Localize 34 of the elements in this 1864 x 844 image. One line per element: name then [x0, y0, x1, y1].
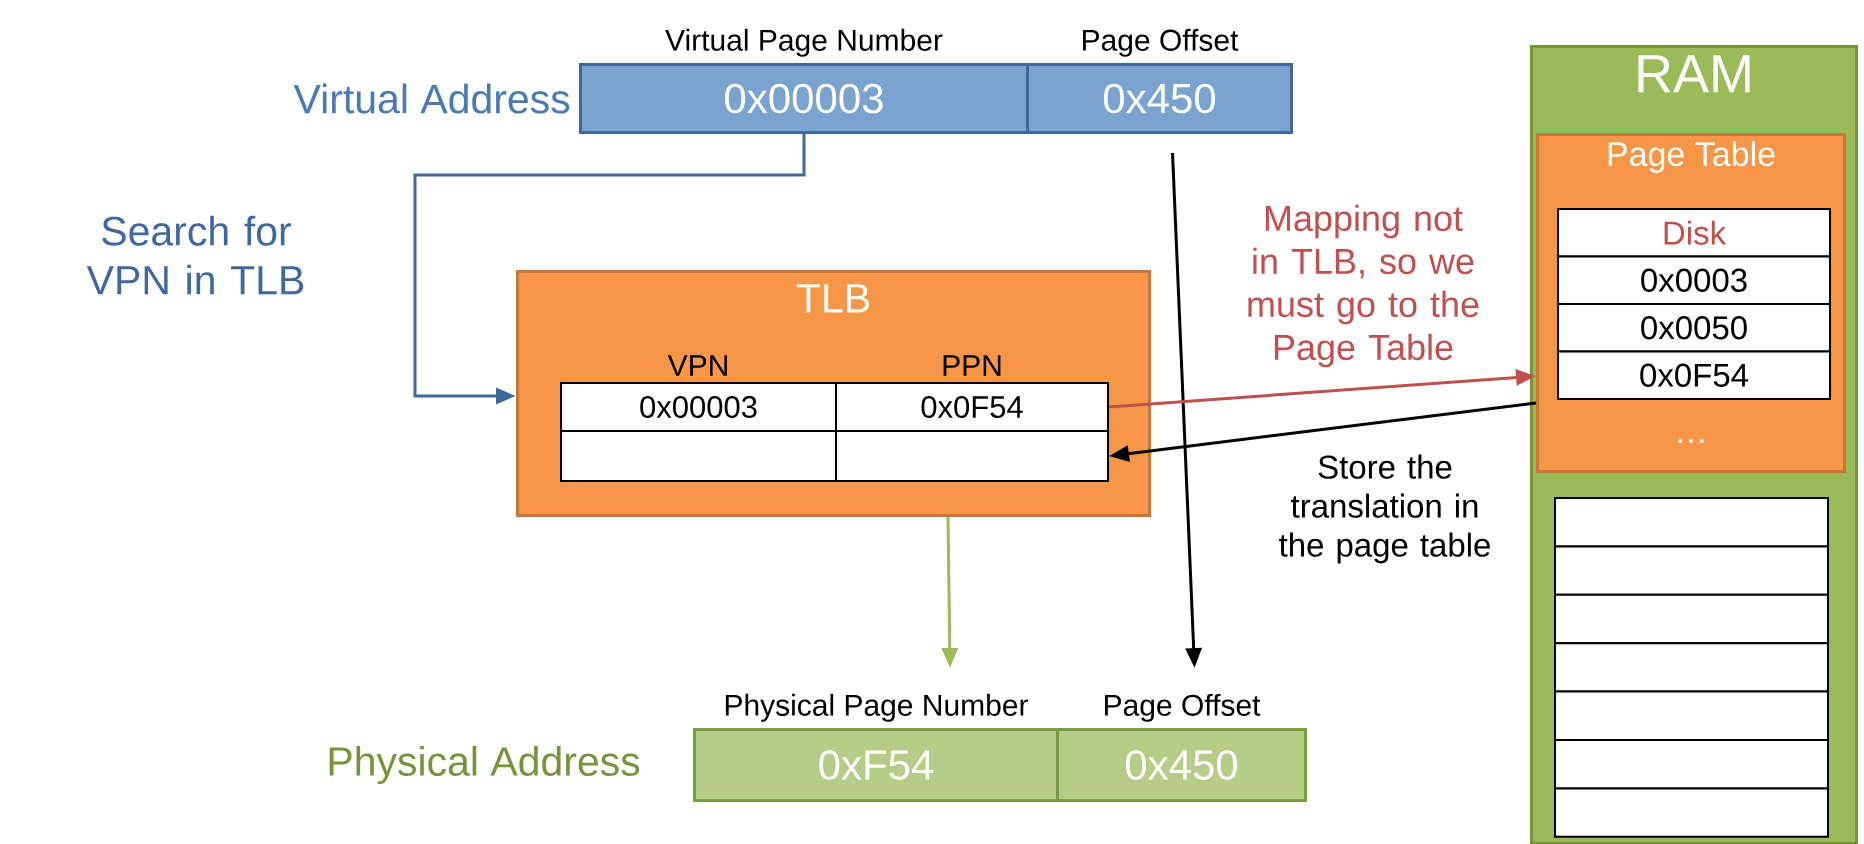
table-cell: 0x0003 [1557, 255, 1831, 305]
address-cell: 0x450 [1026, 63, 1293, 134]
address-cell: 0x450 [1056, 728, 1307, 802]
column-header: Virtual Page Number [665, 28, 943, 57]
memory-cell [1554, 739, 1829, 790]
box-title: RAM [1638, 55, 1750, 93]
box-title: TLB [796, 284, 869, 313]
edge-label: Mapping not in TLB, so we must go to the Page Table [1248, 204, 1479, 368]
table-cell: 0x00003 [560, 382, 837, 432]
memory-cell [1554, 642, 1829, 693]
memory-cell [1554, 497, 1829, 548]
address-label: Virtual Address [293, 83, 570, 114]
column-header: PPN [943, 355, 1001, 376]
edge-label: Store the translation in the page table [1279, 454, 1490, 564]
column-header: Physical Page Number [725, 693, 1028, 722]
column-header: Page Offset [1083, 28, 1239, 57]
memory-cell [1554, 787, 1829, 838]
table-cell: Disk [1557, 208, 1831, 258]
box-title: Page Table [1608, 141, 1775, 173]
address-cell: 0xF54 [693, 728, 1059, 802]
address-cell: 0x00003 [579, 63, 1029, 134]
table-cell [835, 430, 1109, 482]
memory-cell [1554, 593, 1829, 645]
column-header: Page Offset [1105, 693, 1261, 722]
table-cell: 0x0050 [1557, 303, 1831, 353]
memory-cell [1554, 690, 1829, 741]
table-cell: 0x0F54 [1557, 350, 1831, 400]
table-cell: 0x0F54 [835, 382, 1109, 432]
ellipsis: … [1678, 439, 1704, 443]
edge-label: Search for VPN in TLB [86, 215, 304, 295]
memory-cell [1554, 545, 1829, 596]
column-header: VPN [667, 355, 727, 376]
table-cell [560, 430, 837, 482]
address-label: Physical Address [329, 745, 640, 785]
